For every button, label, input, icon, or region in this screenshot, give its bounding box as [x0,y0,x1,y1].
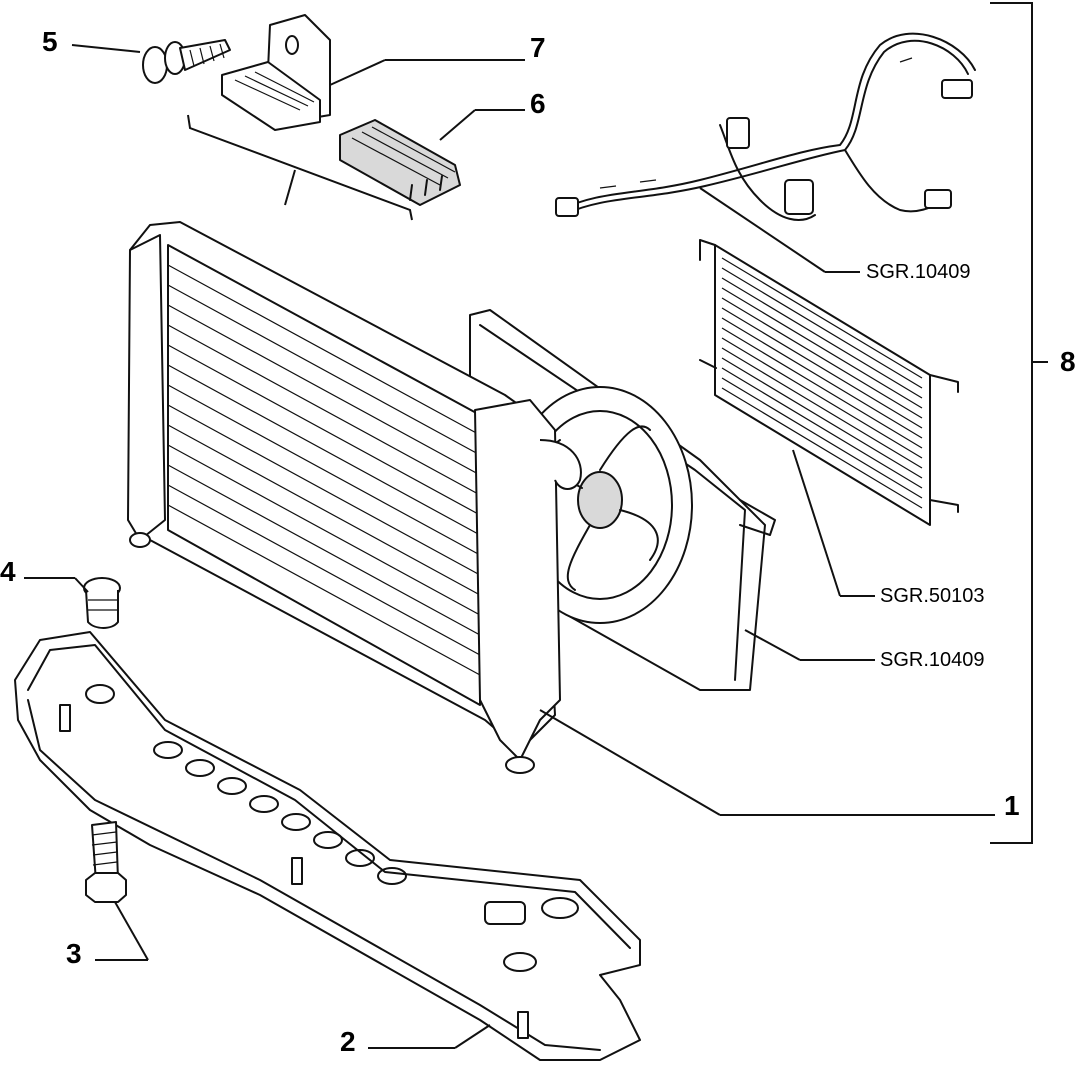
screw-part-5 [142,39,231,84]
leader-condenser [792,449,841,597]
ref-condenser: SGR.50103 [880,585,985,607]
leader-3-tail [114,901,149,961]
leader-7 [329,59,386,86]
callout-1: 1 [1004,790,1020,821]
leader-6 [439,109,476,141]
bolt-part-3 [85,821,127,903]
leader-5 [71,44,141,53]
rubber-mount-part-6 [339,119,461,206]
callout-4: 4 [0,556,16,587]
leader-radiator [539,709,721,816]
group-8-bracket [990,2,1048,844]
leader-fan [744,629,801,661]
callout-5: 5 [42,26,58,57]
ac-condenser [699,239,959,526]
grommet-part-4 [83,577,121,629]
callout-6: 6 [530,88,546,119]
callout-3: 3 [66,938,82,969]
lower-crossmember-part-2 [14,631,641,1061]
leader-2-tail [454,1024,491,1049]
radiator [127,221,582,774]
ref-wiring-harness: SGR.10409 [866,261,971,283]
callout-7: 7 [530,32,546,63]
brace-6-7-tick [284,169,296,206]
mounting-bracket-part-7 [221,14,331,131]
callout-8: 8 [1060,346,1076,377]
ref-fan: SGR.10409 [880,649,985,671]
callout-2: 2 [340,1026,356,1057]
brace-6-7 [187,114,413,221]
wiring-harness [555,32,976,221]
leader-harness [699,187,826,273]
leader-4-tail [74,577,89,593]
